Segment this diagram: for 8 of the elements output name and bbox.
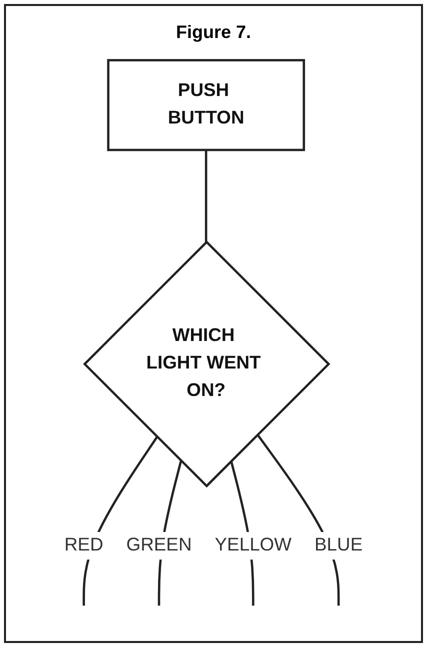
edge-label: YELLOW bbox=[214, 535, 292, 556]
edge-label: BLUE bbox=[314, 535, 363, 556]
connector-line bbox=[204, 150, 208, 242]
node-diamond: WHICH LIGHT WENT ON? bbox=[83, 240, 330, 488]
edge-label: GREEN bbox=[126, 535, 192, 556]
edge-label: RED bbox=[64, 535, 104, 556]
figure-title: Figure 7. bbox=[176, 22, 251, 43]
node-box: PUSH BUTTON bbox=[107, 59, 306, 152]
